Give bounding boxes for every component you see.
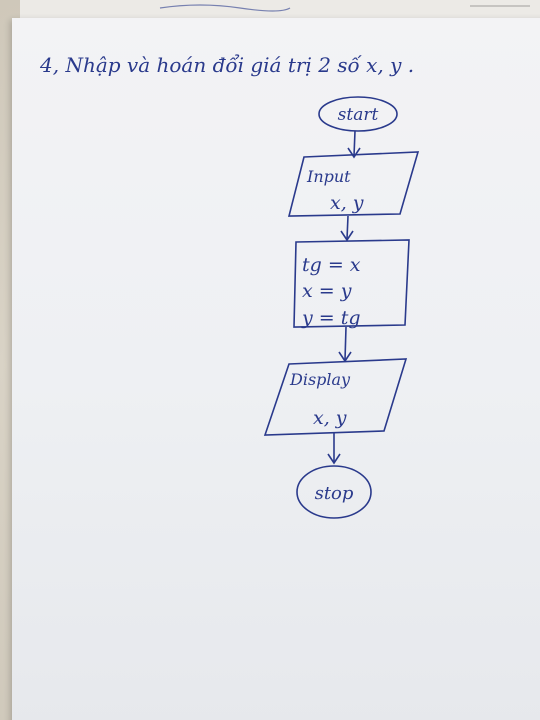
- top-edge-scribble: [159, 4, 291, 12]
- process-line-1: tg = x: [302, 254, 361, 276]
- arrow-start-to-input: [353, 130, 356, 157]
- start-label: start: [338, 105, 379, 125]
- input-vars: x, y: [330, 192, 364, 214]
- arrowhead-2: [340, 230, 354, 242]
- paper-sheet: [12, 18, 540, 720]
- arrow-input-to-process: [346, 215, 349, 240]
- input-label: Input: [306, 167, 351, 186]
- page-title: 4, Nhập và hoán đổi giá trị 2 số x, y .: [39, 53, 414, 77]
- display-label: Display: [289, 370, 351, 389]
- display-parallelogram: [263, 358, 408, 436]
- stop-terminal: [296, 465, 372, 519]
- process-box: [293, 239, 410, 328]
- start-terminal: [318, 96, 398, 132]
- input-parallelogram: [287, 151, 420, 217]
- process-line-3: y = tg: [301, 307, 361, 329]
- display-vars: x, y: [313, 407, 347, 429]
- arrowhead-4: [327, 453, 341, 465]
- process-line-2: x = y: [302, 280, 352, 302]
- arrow-process-to-display: [344, 326, 347, 361]
- stop-label: stop: [315, 483, 354, 504]
- arrowhead-1: [347, 147, 361, 159]
